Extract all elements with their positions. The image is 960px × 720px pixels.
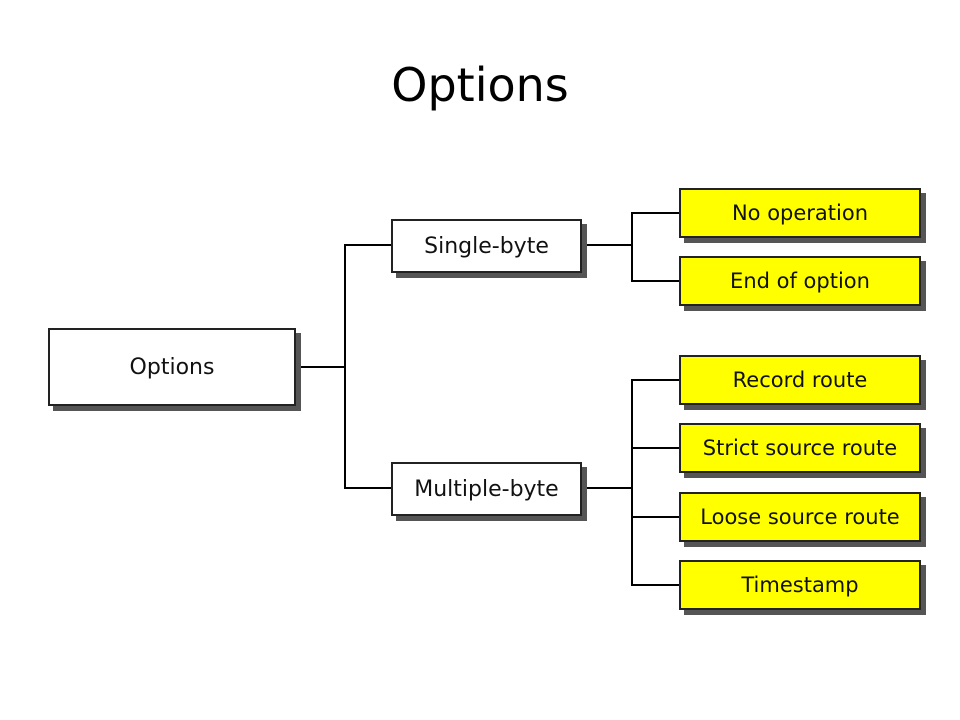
connector-multiple-vertical	[631, 379, 633, 585]
connector-to-timestamp	[631, 584, 680, 586]
connector-to-loose-source-route	[631, 516, 680, 518]
connector-to-strict-source-route	[631, 447, 680, 449]
connector-to-record-route	[631, 379, 680, 381]
connector-to-single-byte	[344, 244, 392, 246]
loose-source-route-box: Loose source route	[679, 492, 921, 542]
connector-to-multiple-byte	[344, 487, 392, 489]
connector-single-out	[582, 244, 633, 246]
no-operation-box: No operation	[679, 188, 921, 238]
strict-source-route-box: Strict source route	[679, 423, 921, 473]
connector-multiple-out	[582, 487, 633, 489]
record-route-box: Record route	[679, 355, 921, 405]
connector-root-out	[295, 366, 346, 368]
page-title: Options	[391, 58, 569, 112]
end-of-option-box: End of option	[679, 256, 921, 306]
timestamp-box: Timestamp	[679, 560, 921, 610]
root-options-box: Options	[48, 328, 296, 406]
connector-to-end-of-option	[631, 280, 680, 282]
connector-single-vertical	[631, 212, 633, 282]
connector-root-vertical	[344, 244, 346, 489]
multiple-byte-box: Multiple-byte	[391, 462, 582, 516]
single-byte-box: Single-byte	[391, 219, 582, 273]
connector-to-no-operation	[631, 212, 680, 214]
